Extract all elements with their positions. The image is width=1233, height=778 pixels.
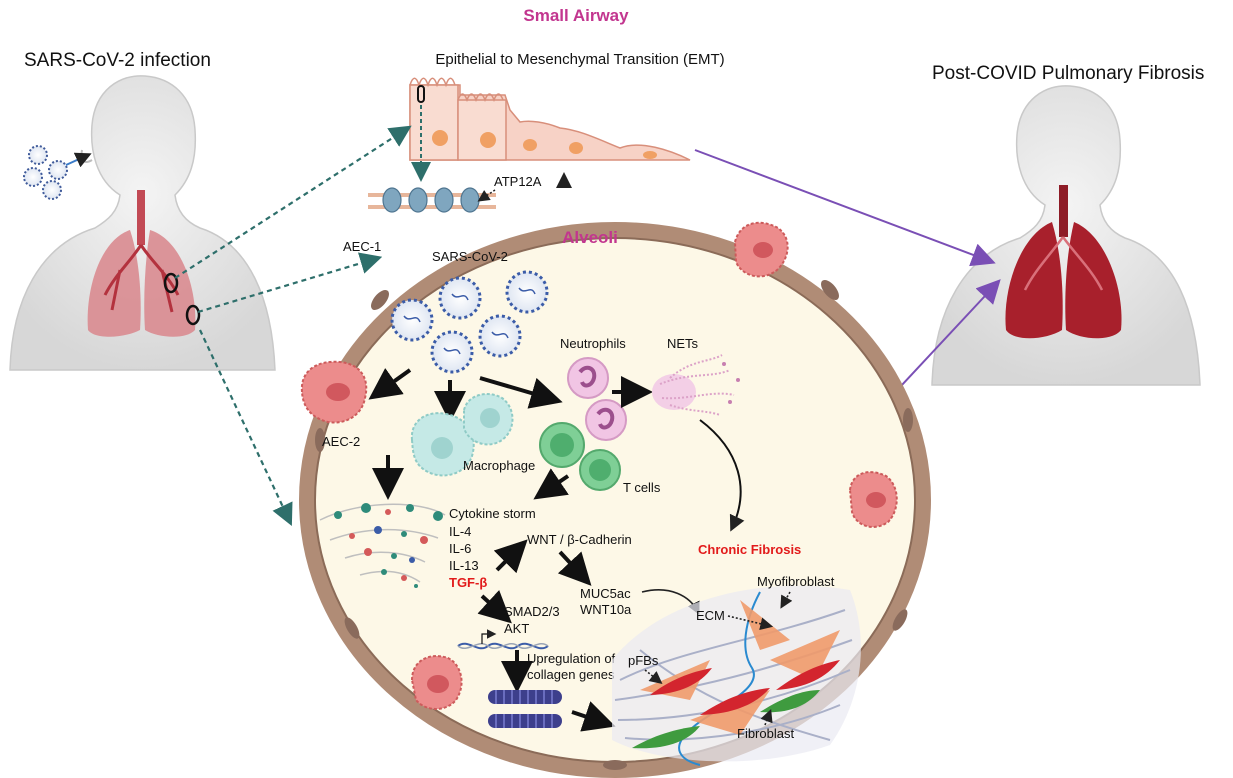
virus-to-aec2-arrow bbox=[368, 368, 412, 400]
sars-label: SARS-CoV-2 bbox=[432, 249, 508, 264]
il4-label: IL-4 bbox=[449, 524, 471, 539]
myofibroblast-pointer bbox=[780, 591, 793, 609]
alveoli-heading: Alveoli bbox=[562, 228, 618, 247]
emt-epithelium bbox=[409, 77, 691, 161]
atp12a-label: ATP12A bbox=[494, 174, 542, 189]
il6-label: IL-6 bbox=[449, 541, 471, 556]
nets-structure bbox=[652, 354, 740, 416]
ecm-pointer bbox=[727, 615, 774, 631]
ecm-label: ECM bbox=[696, 608, 725, 623]
inhaled-virus-cluster bbox=[23, 145, 92, 200]
smad-label: SMAD2/3 bbox=[504, 604, 560, 619]
aec2-cell-right bbox=[848, 471, 898, 528]
right-fibrotic-lungs bbox=[1005, 185, 1122, 339]
neutrophils-label: Neutrophils bbox=[560, 336, 626, 351]
atp12a-membrane bbox=[368, 187, 496, 213]
upregulation-label-line1: Upregulation of bbox=[527, 651, 616, 666]
il13-label: IL-13 bbox=[449, 558, 479, 573]
wnt10a-label: WNT10a bbox=[580, 602, 632, 617]
muc5ac-label: MUC5ac bbox=[580, 586, 631, 601]
macrophage-label: Macrophage bbox=[463, 458, 535, 473]
alveoli-zoom-marker bbox=[185, 304, 201, 326]
collagen-fibers bbox=[488, 690, 562, 728]
aec2-cell-left bbox=[300, 360, 368, 424]
cytokine-storm-label: Cytokine storm bbox=[449, 506, 536, 521]
right-title: Post-COVID Pulmonary Fibrosis bbox=[932, 63, 1204, 84]
pfbs-label: pFBs bbox=[628, 653, 659, 668]
dna-strand bbox=[457, 629, 549, 650]
aec2-cell-bottom-left bbox=[410, 655, 463, 710]
nets-label: NETs bbox=[667, 336, 699, 351]
airway-zoom-marker bbox=[163, 272, 179, 294]
upregulation-label-line2: collagen genes bbox=[527, 667, 615, 682]
cytokine-storm-swirl bbox=[319, 503, 446, 588]
emt-to-fibrosis-arrow bbox=[694, 149, 996, 267]
nets-to-fibrosis-arrow bbox=[699, 419, 745, 532]
myofibroblast-label: Myofibroblast bbox=[757, 574, 835, 589]
aec1-zoom-arrow bbox=[197, 252, 383, 314]
fibroblast-label: Fibroblast bbox=[737, 726, 794, 741]
airway-zoom-arrow bbox=[174, 125, 412, 279]
wnt-label: WNT / β-Cadherin bbox=[527, 532, 632, 547]
tgfb-to-smad-arrow bbox=[477, 589, 512, 624]
wnt-to-muc5ac-arrow bbox=[557, 550, 592, 586]
akt-label: AKT bbox=[504, 621, 529, 636]
emt-heading: Epithelial to Mesenchymal Transition (EM… bbox=[435, 51, 724, 68]
aec2-label: AEC-2 bbox=[322, 434, 360, 449]
fibrotic-ecm-region bbox=[612, 585, 861, 766]
tcells-label: T cells bbox=[623, 480, 661, 495]
tgfb-to-wnt-arrow bbox=[493, 539, 528, 574]
left-lungs bbox=[87, 190, 201, 337]
neutrophil-cells bbox=[567, 357, 627, 441]
tcells-to-cytokine-arrow bbox=[533, 468, 570, 500]
pfbs-pointer bbox=[644, 669, 663, 684]
aec1-label: AEC-1 bbox=[343, 239, 381, 254]
small-airway-heading: Small Airway bbox=[523, 6, 629, 25]
aec2-cell-top-right bbox=[733, 221, 789, 278]
left-title: SARS-CoV-2 infection bbox=[24, 50, 211, 71]
macrophage-cells bbox=[410, 393, 514, 477]
sars-virus-group bbox=[390, 270, 549, 374]
tgfb-label: TGF-β bbox=[449, 575, 487, 590]
virus-to-immune-arrow bbox=[479, 376, 563, 409]
t-cells bbox=[539, 422, 621, 491]
chronic-fibrosis-label: Chronic Fibrosis bbox=[698, 542, 801, 557]
collagen-to-ecm-arrow bbox=[571, 701, 616, 732]
